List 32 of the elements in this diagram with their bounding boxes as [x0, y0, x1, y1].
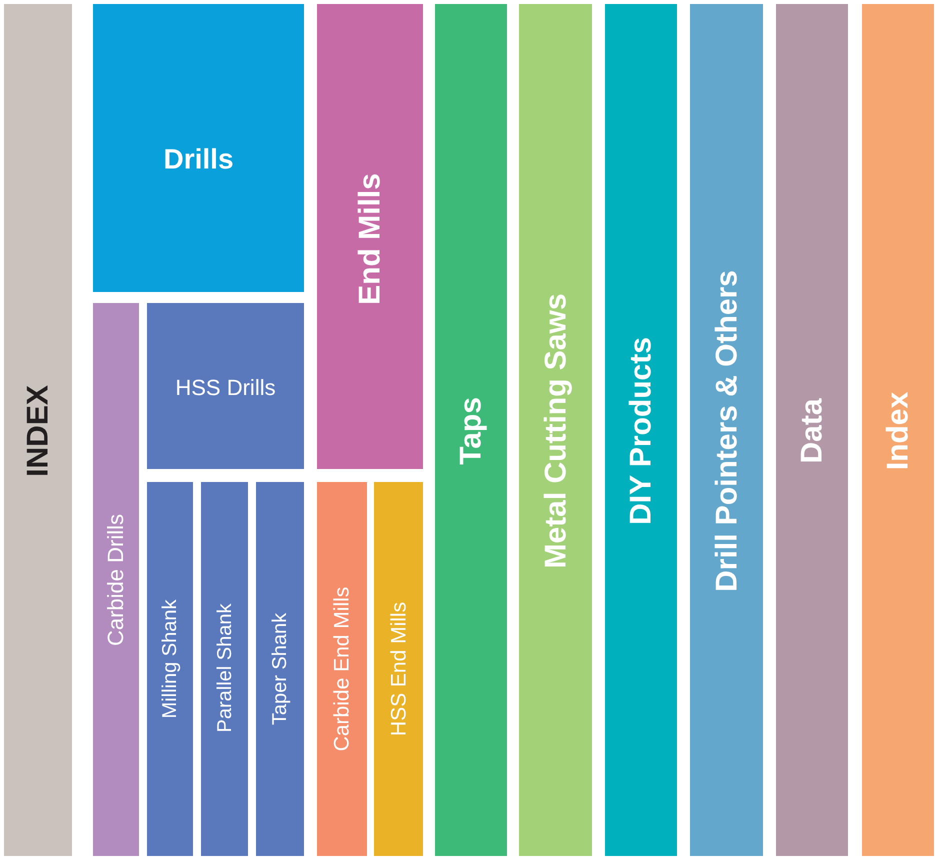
- category-tab: [690, 4, 763, 856]
- category-tab: [374, 482, 423, 856]
- category-tab: [862, 4, 934, 856]
- category-label: Parallel Shank: [214, 604, 236, 732]
- category-label: Taps: [454, 397, 488, 465]
- category-label: Drills: [163, 144, 234, 176]
- category-tab: [201, 482, 248, 856]
- category-label: Data: [796, 398, 828, 464]
- category-tab: [147, 303, 304, 469]
- category-tab: [317, 4, 423, 469]
- category-tab: [605, 4, 677, 856]
- category-tab: [93, 303, 139, 856]
- category-label: Carbide End Mills: [330, 586, 354, 752]
- category-label: HSS End Mills: [386, 602, 410, 736]
- category-label: Metal Cutting Saws: [539, 293, 572, 569]
- category-tab: [4, 4, 72, 856]
- category-label: Index: [882, 392, 914, 470]
- category-label: Milling Shank: [159, 600, 181, 718]
- category-label: Carbide Drills: [104, 514, 128, 646]
- category-tab: [317, 482, 367, 856]
- category-tab: [519, 4, 592, 856]
- category-label: DIY Products: [624, 337, 658, 525]
- category-tab: [776, 4, 848, 856]
- category-label: INDEX: [22, 385, 54, 477]
- category-tab: [93, 4, 304, 292]
- category-label: Taper Shank: [269, 612, 291, 726]
- category-label: HSS Drills: [174, 376, 277, 400]
- category-tab: [147, 482, 193, 856]
- category-label: Drill Pointers & Others: [710, 270, 743, 592]
- category-tab: [435, 4, 507, 856]
- category-tab: [256, 482, 304, 856]
- category-label: End Mills: [354, 173, 386, 305]
